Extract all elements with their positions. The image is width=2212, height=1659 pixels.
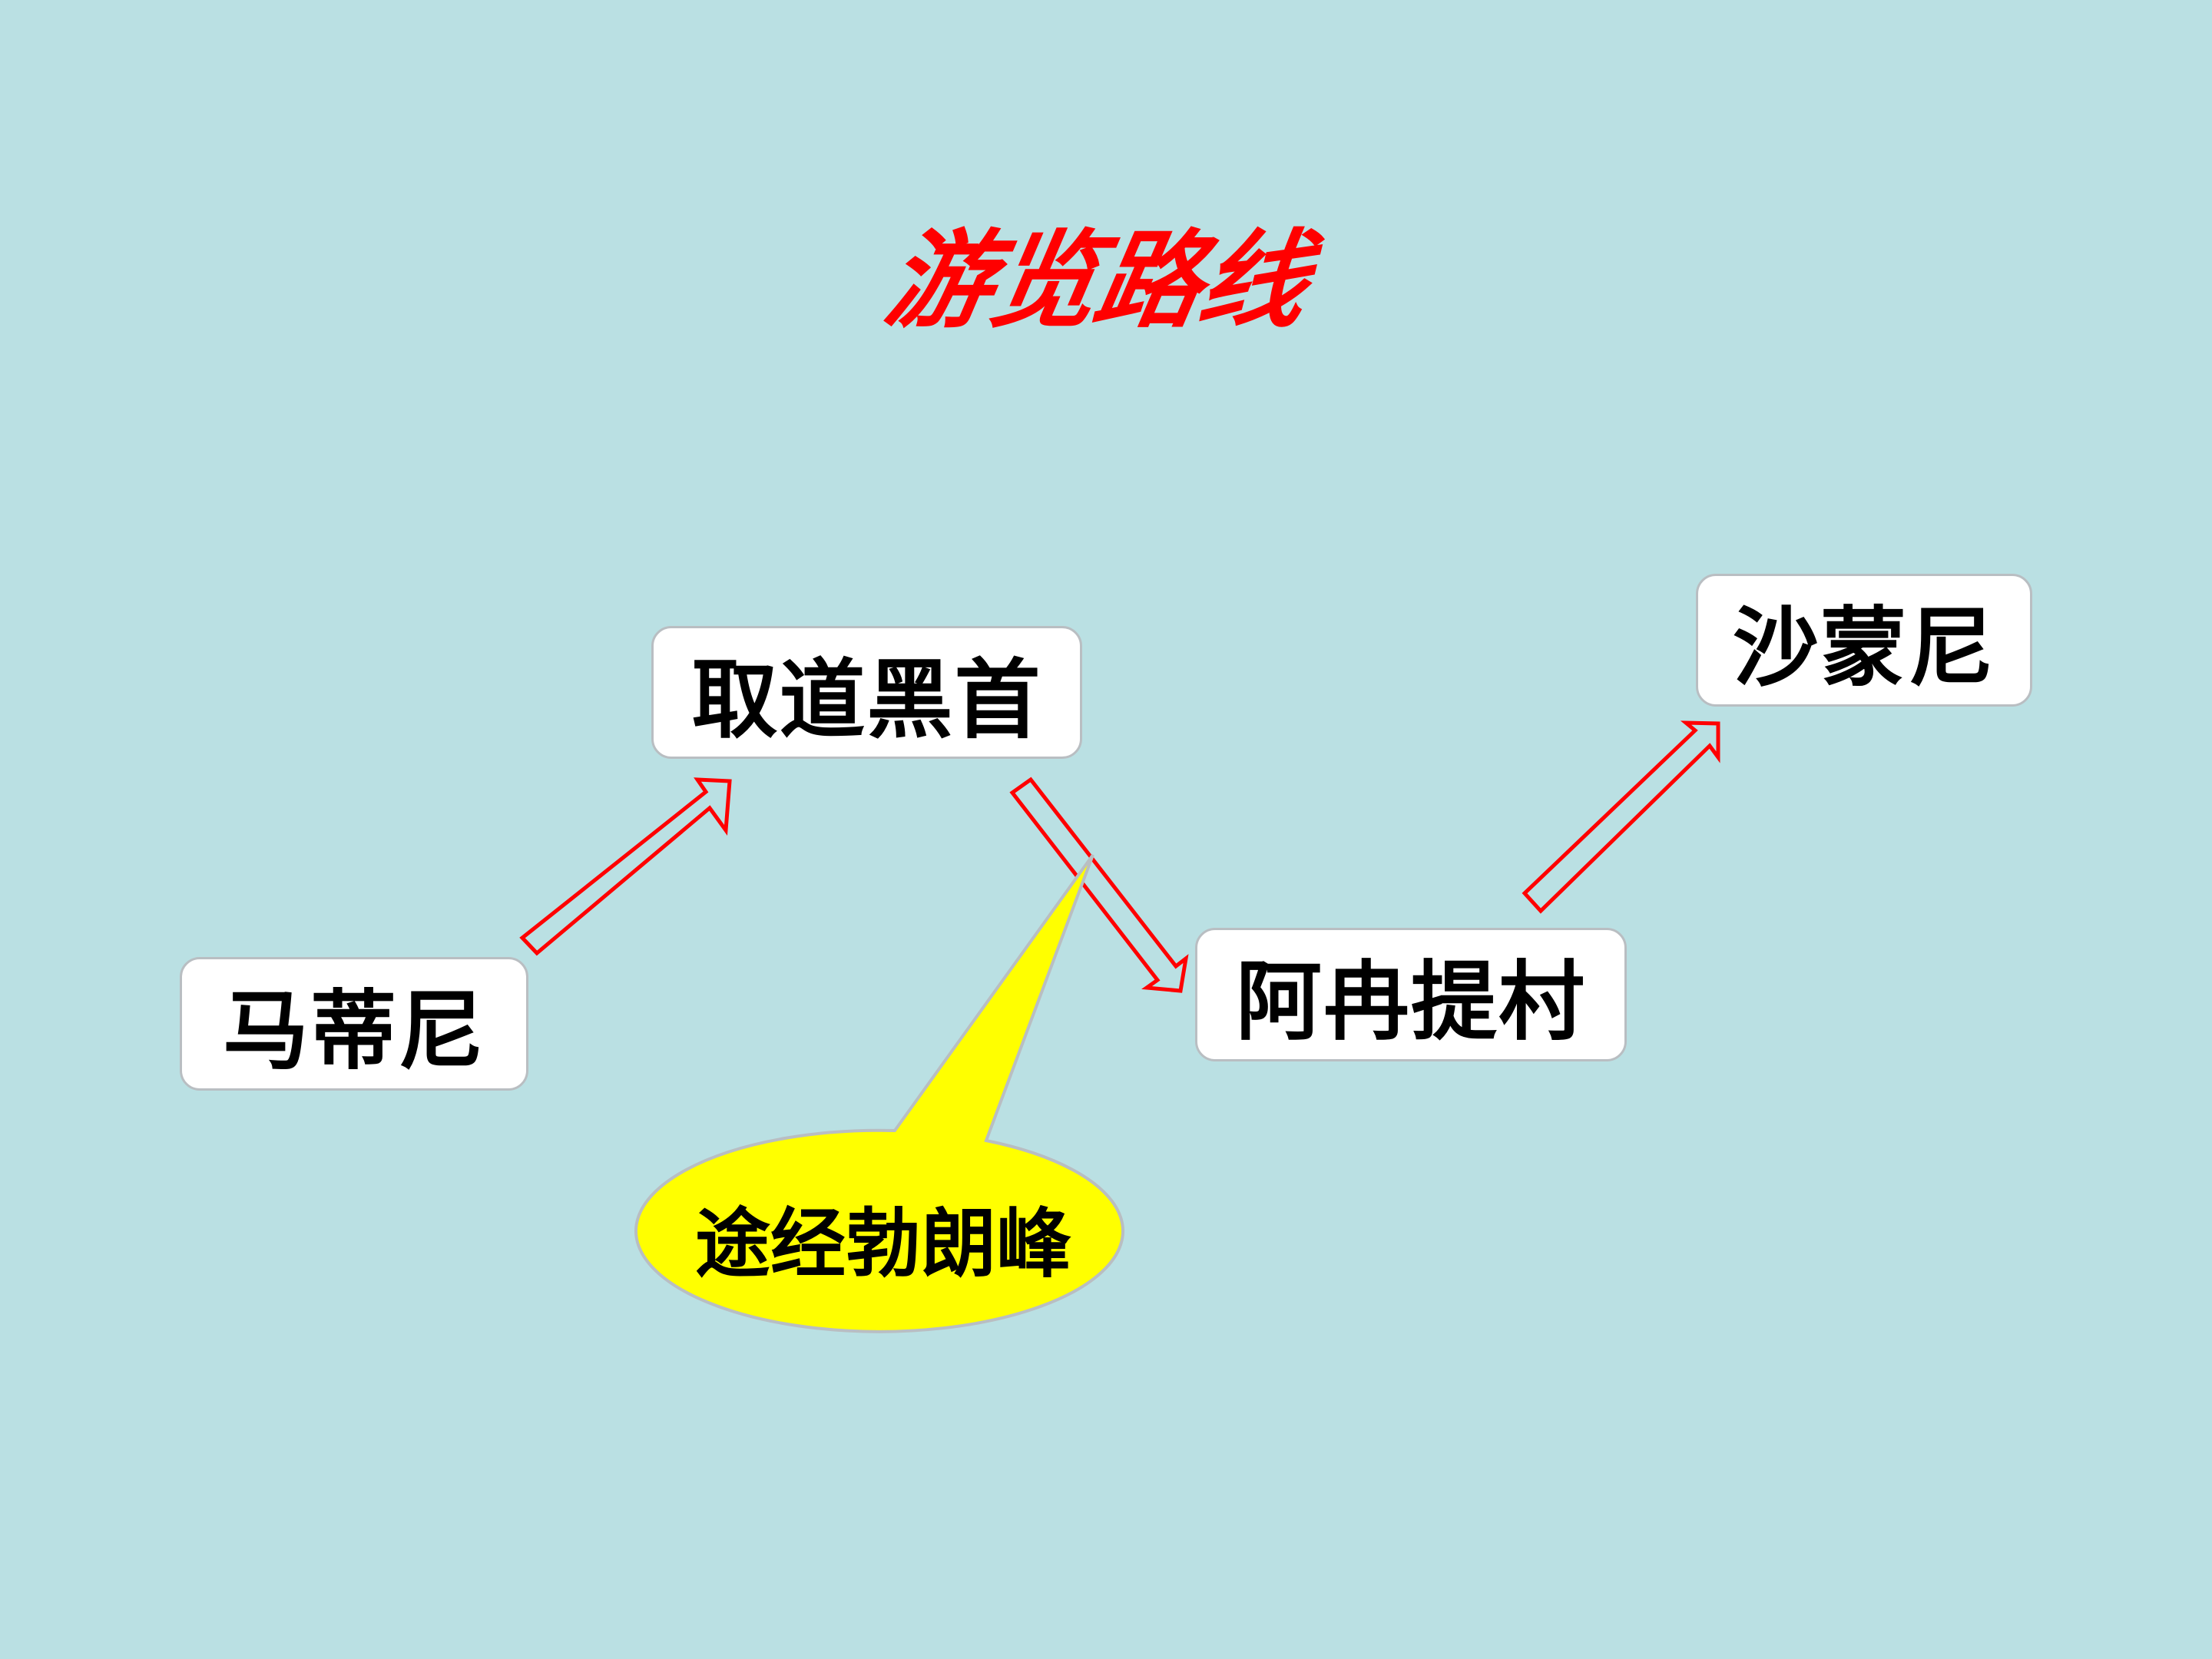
block-arrow-icon <box>519 777 732 956</box>
diagram-title: 游览路线 <box>876 219 1316 343</box>
speech-bubble-icon <box>634 853 1125 1333</box>
route-stop-argentiere: 阿冉提村 <box>1195 928 1627 1061</box>
stop-label: 阿冉提村 <box>1236 952 1586 1052</box>
stop-label: 马蒂尼 <box>223 981 485 1081</box>
stop-label: 沙蒙尼 <box>1733 597 1995 698</box>
stop-label: 取道黑首 <box>691 649 1042 750</box>
route-stop-chamonix: 沙蒙尼 <box>1696 574 2032 707</box>
route-stop-col-de-la-forclaz: 取道黑首 <box>651 626 1082 759</box>
callout-label: 途经勃朗峰 <box>694 1200 1071 1288</box>
block-arrow-icon <box>1522 720 1720 914</box>
block-arrow-icon <box>1009 777 1189 993</box>
route-stop-martigny: 马蒂尼 <box>180 957 528 1091</box>
